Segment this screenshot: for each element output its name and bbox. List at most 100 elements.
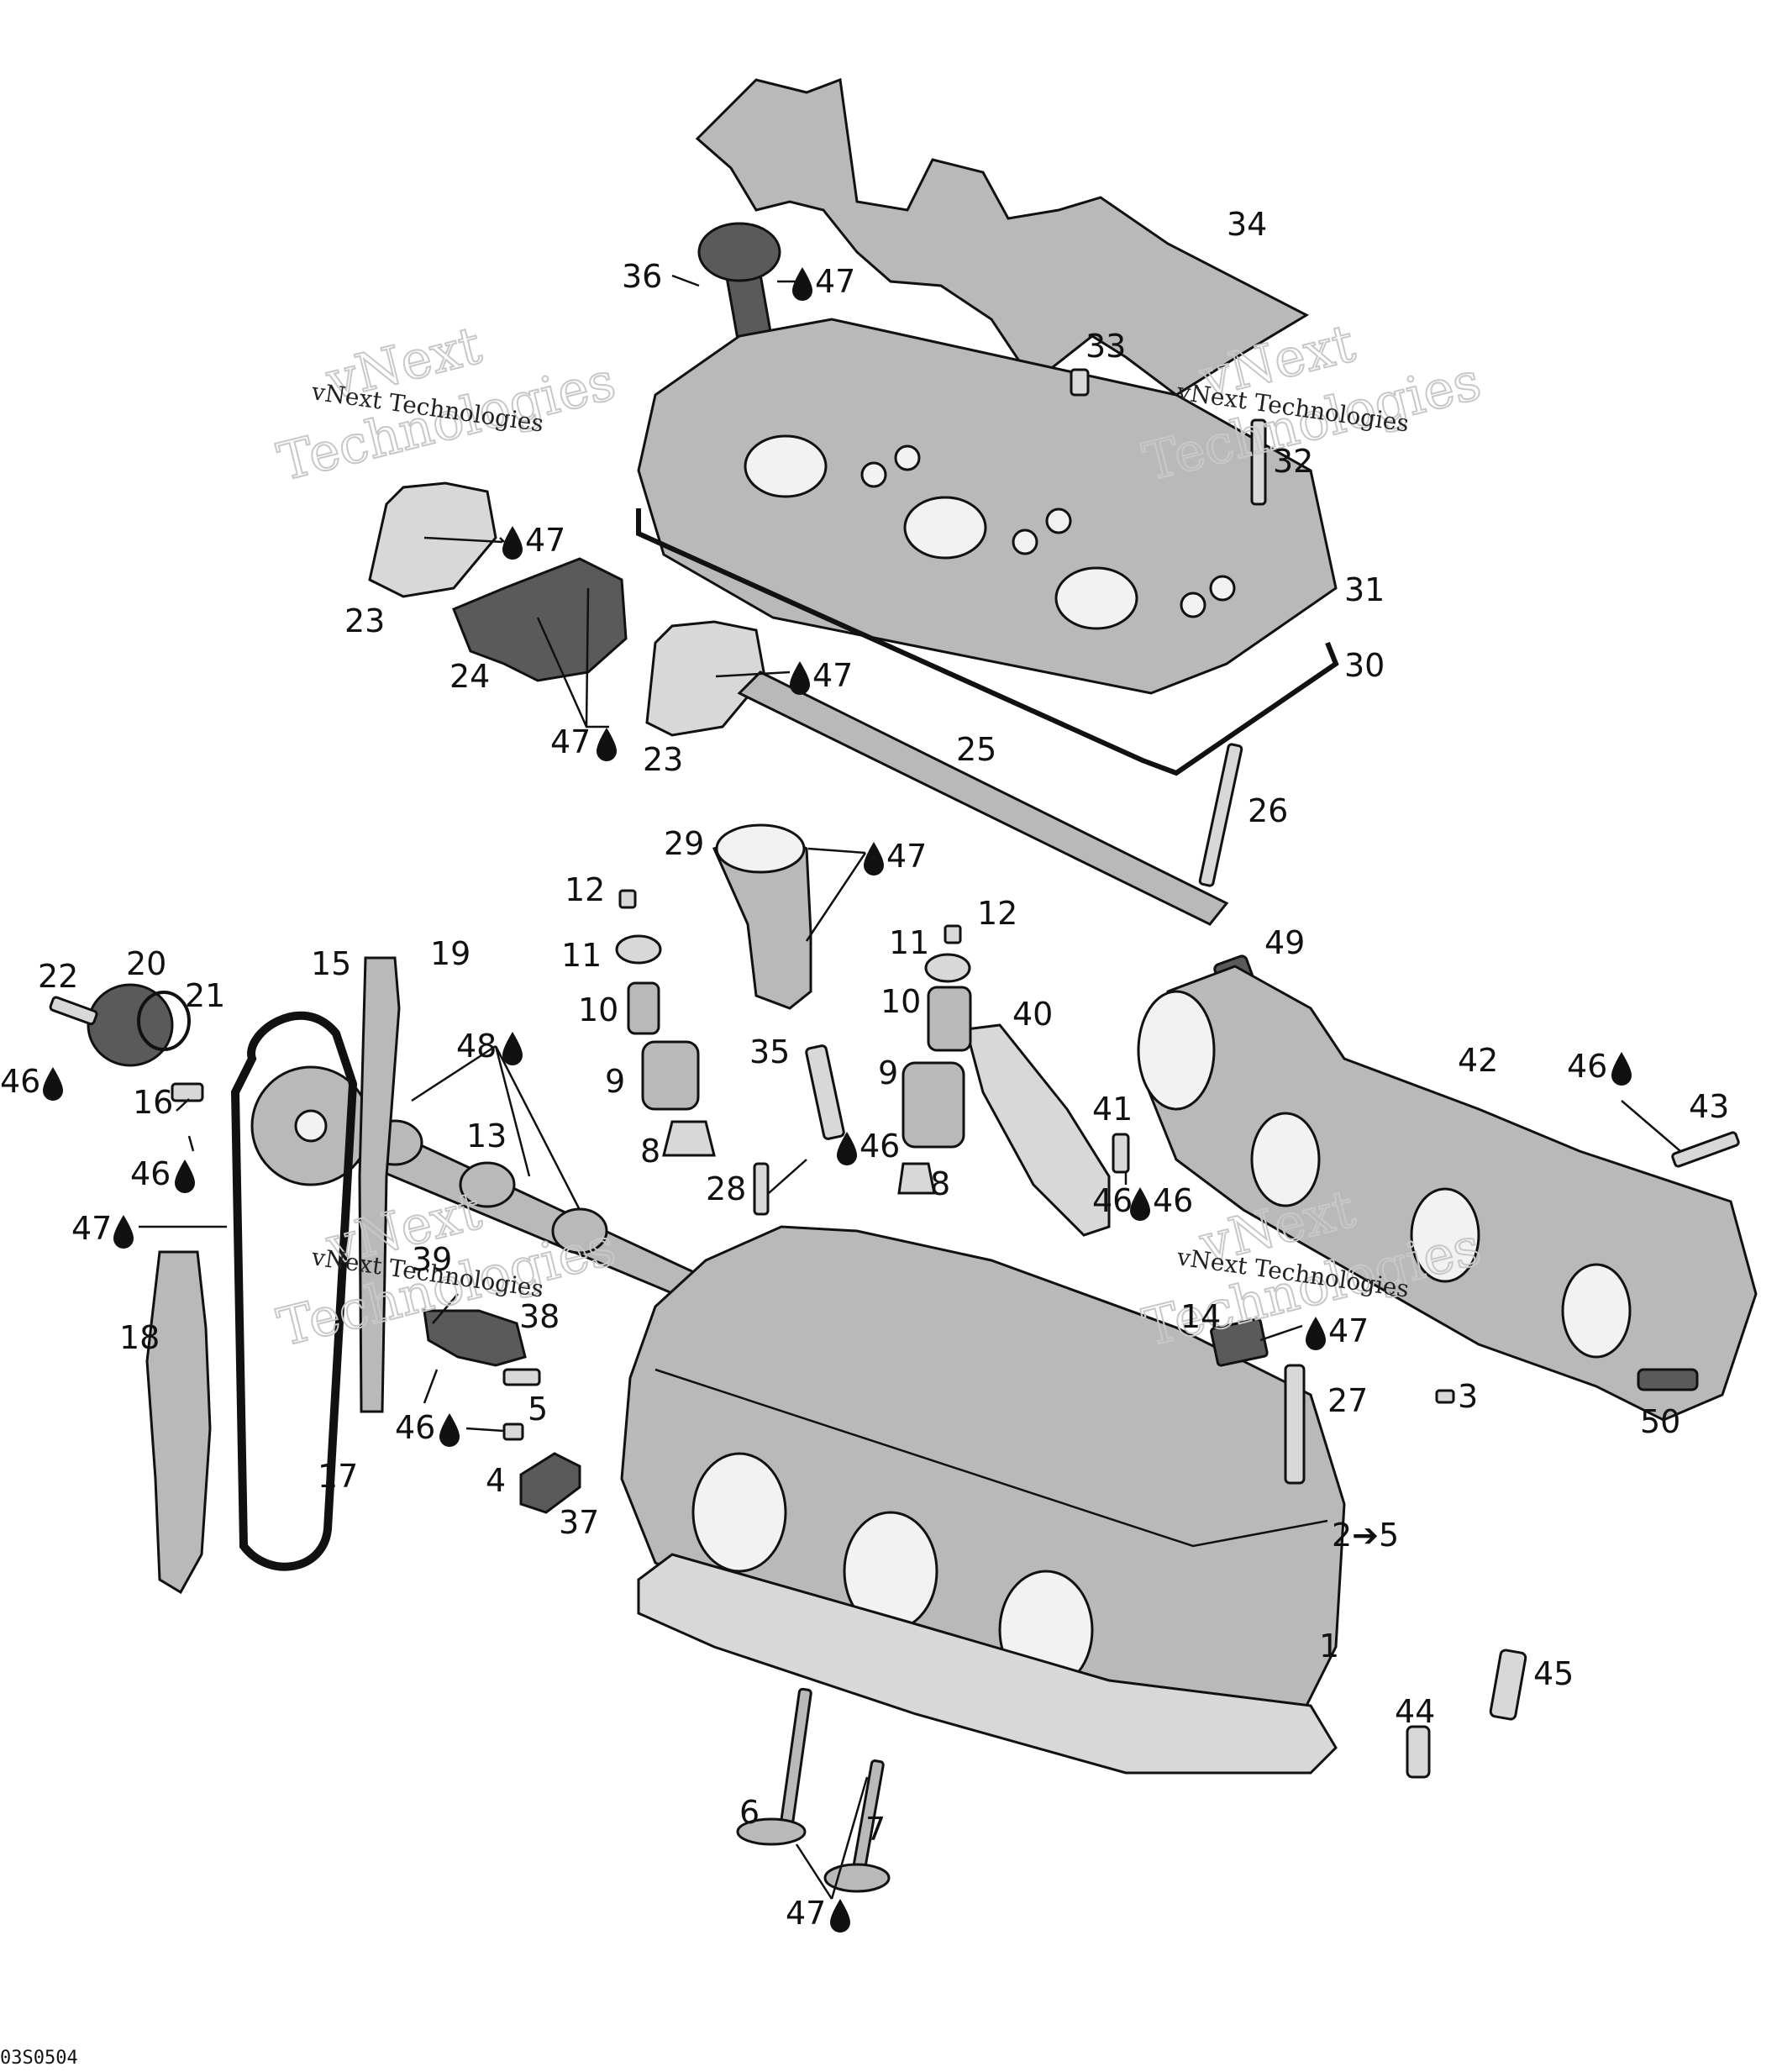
callout-35: 35	[749, 1033, 790, 1070]
oil-drop-icon	[1306, 1317, 1326, 1350]
part-26-long-bolt	[1198, 743, 1243, 887]
lubricant-markers: 47 47 47 47 46 47 47 48 46 46 47 46 46 4…	[0, 263, 1632, 1933]
part-18-chain-guide	[145, 1250, 212, 1595]
callout-18: 18	[119, 1319, 160, 1356]
part-15-sprocket-hub	[294, 1109, 328, 1143]
callout-28: 28	[706, 1170, 746, 1207]
part-1-head-gasket	[637, 1553, 1338, 1775]
leader-lines	[139, 274, 1681, 1900]
callout-39: 39	[412, 1241, 452, 1278]
callout-12-right: 12	[977, 895, 1017, 932]
part-33-bolt	[1070, 368, 1090, 397]
callout-1: 1	[1319, 1628, 1339, 1664]
part-4-plug	[502, 1423, 524, 1441]
callout-41: 41	[1092, 1091, 1133, 1128]
part-23-rocker-support-lower	[645, 620, 766, 737]
oil-drop-icon	[502, 526, 523, 560]
callout-33: 33	[1085, 328, 1126, 365]
part-19-chain-guide	[358, 956, 401, 1413]
lube-23-lower: 47	[812, 657, 853, 694]
callout-15: 15	[311, 945, 351, 982]
lube-36: 47	[815, 263, 855, 300]
callout-43: 43	[1689, 1088, 1729, 1125]
lube-14: 47	[1328, 1312, 1369, 1349]
callout-44: 44	[1395, 1693, 1435, 1730]
part-45-dowel	[1489, 1649, 1527, 1721]
part-9-outer-spring-right	[902, 1061, 965, 1149]
part-28-bolt	[753, 1162, 770, 1216]
callout-21: 21	[185, 977, 225, 1014]
part-6-intake-valve	[736, 1687, 812, 1846]
callout-5: 5	[528, 1391, 548, 1428]
part-41-bolt	[1112, 1133, 1130, 1174]
lube-29: 47	[886, 838, 927, 875]
part-2-cylinder-head	[620, 1225, 1346, 1758]
part-12-valve-keeper-left	[618, 889, 637, 909]
callout-13: 13	[466, 1118, 507, 1154]
part-3-dowel	[1435, 1389, 1455, 1404]
lube-6-7: 47	[786, 1895, 826, 1932]
callout-26: 26	[1248, 792, 1288, 829]
part-16-bolt	[171, 1082, 204, 1102]
callout-10-right: 10	[880, 983, 921, 1020]
callout-11-left: 11	[561, 937, 602, 974]
callout-29: 29	[664, 825, 704, 862]
part-22-bolt	[49, 996, 98, 1026]
callout-9-left: 9	[605, 1063, 625, 1100]
lube-17: 47	[71, 1210, 112, 1247]
part-44-dowel	[1406, 1725, 1431, 1779]
lube-16: 46	[130, 1155, 171, 1192]
callout-17: 17	[318, 1458, 358, 1495]
callout-7: 7	[865, 1811, 886, 1848]
oil-drop-icon	[43, 1067, 63, 1101]
callout-27: 27	[1327, 1382, 1368, 1419]
part-37-temperature-sensor	[519, 1452, 581, 1514]
callout-2-5: 2➔5	[1332, 1517, 1399, 1554]
lube-41-value: 46	[1153, 1182, 1193, 1219]
part-30-valve-cover-gasket	[636, 508, 1339, 776]
part-35-spark-plug	[805, 1044, 845, 1140]
callout-3: 3	[1458, 1378, 1478, 1415]
callout-23-lower: 23	[643, 741, 683, 778]
callout-42: 42	[1458, 1042, 1498, 1079]
part-21-o-ring	[137, 991, 191, 1051]
lube-13: 48	[456, 1028, 497, 1065]
watermark-top-left: vNext Technologies	[271, 313, 622, 494]
callout-22: 22	[38, 958, 78, 995]
callout-38: 38	[519, 1298, 560, 1335]
oil-drop-icon	[113, 1215, 134, 1249]
part-42-port-3	[1561, 1263, 1632, 1359]
callout-25: 25	[956, 731, 996, 768]
oil-drop-icon	[1130, 1187, 1150, 1221]
callout-24: 24	[449, 658, 490, 695]
lube-24: 47	[550, 723, 591, 760]
part-40-bracket	[965, 1023, 1111, 1237]
callout-12-left: 12	[565, 871, 605, 908]
callout-34: 34	[1227, 206, 1267, 243]
oil-drop-icon	[1611, 1052, 1632, 1086]
part-14-cover-plate	[1210, 1317, 1269, 1367]
oil-drop-icon	[790, 661, 810, 695]
callout-50: 50	[1640, 1403, 1680, 1440]
part-42-throttle-opening	[1137, 990, 1216, 1111]
callout-numbers: 1 2➔5 3 4 5 6 7 8 8 9 9 10 10 11 11 12 1…	[38, 206, 1729, 1848]
callout-36: 36	[622, 258, 662, 295]
lube-28: 46	[859, 1128, 900, 1165]
part-50-manifold-gasket	[1637, 1368, 1699, 1391]
callout-11-right: 11	[889, 924, 929, 961]
part-17-timing-chain	[230, 1011, 358, 1571]
callout-4: 4	[486, 1462, 506, 1499]
callout-8-right: 8	[930, 1165, 950, 1202]
callout-16: 16	[133, 1084, 173, 1121]
part-10-inner-spring-right	[927, 986, 972, 1052]
lube-39: 46	[395, 1409, 435, 1446]
callout-8-left: 8	[640, 1133, 660, 1170]
part-7-exhaust-valve	[823, 1759, 891, 1893]
callout-14: 14	[1180, 1298, 1221, 1335]
part-43-bolt	[1671, 1131, 1740, 1168]
callout-45: 45	[1533, 1655, 1574, 1692]
part-10-inner-spring-left	[627, 981, 660, 1035]
lube-22: 46	[0, 1063, 40, 1100]
part-42-port-2	[1410, 1187, 1480, 1283]
